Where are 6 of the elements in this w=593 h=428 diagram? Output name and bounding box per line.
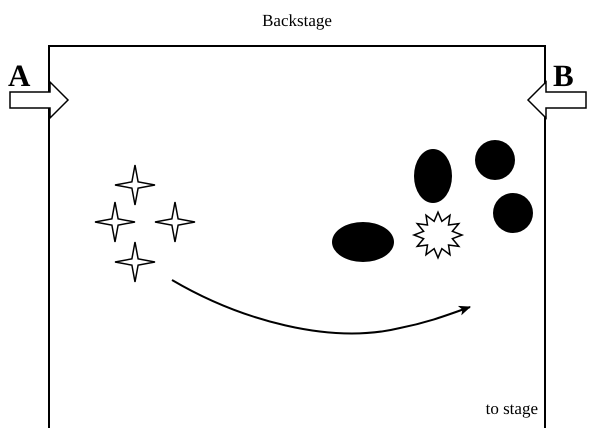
block-arrow [526,80,587,120]
block-arrow [9,80,70,120]
stage-label: to stage [486,399,538,419]
heading: Backstage [262,11,332,31]
entrance-letter: A [8,60,30,91]
entrance-letter: B [553,60,574,91]
